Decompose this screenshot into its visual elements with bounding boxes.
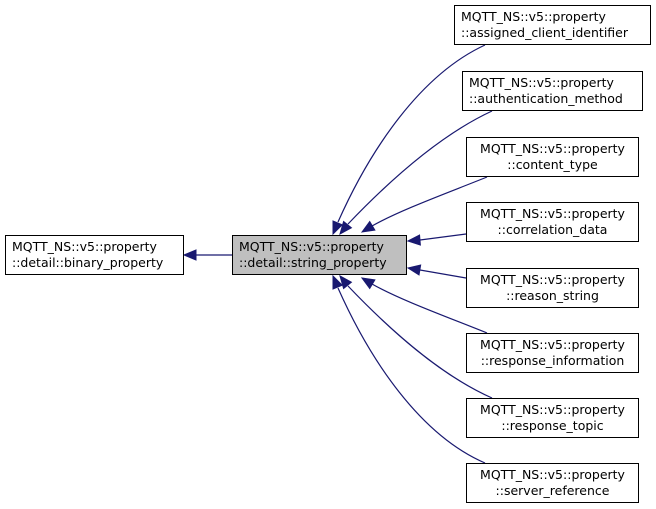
node-line1: MQTT_NS::v5::property bbox=[480, 272, 625, 287]
node-line2: ::content_type bbox=[507, 157, 598, 172]
arrowhead-icon bbox=[339, 220, 353, 236]
edge-auth bbox=[347, 110, 493, 225]
node-line2: ::assigned_client_identifier bbox=[461, 25, 628, 40]
arrowhead-icon bbox=[360, 277, 376, 290]
node-line1: MQTT_NS::v5::property bbox=[480, 141, 625, 156]
edge-server-ref bbox=[337, 287, 486, 464]
arrowhead-icon bbox=[332, 274, 344, 290]
node-authentication-method[interactable]: MQTT_NS::v5::property ::authentication_m… bbox=[462, 71, 643, 111]
node-line2: ::response_topic bbox=[501, 418, 604, 433]
arrowhead-icon bbox=[332, 220, 344, 236]
edge-response-topic bbox=[347, 285, 493, 399]
edge-correlation bbox=[419, 233, 467, 241]
node-response-topic[interactable]: MQTT_NS::v5::property ::response_topic bbox=[466, 398, 639, 438]
node-string-property: MQTT_NS::v5::property ::detail::string_p… bbox=[232, 235, 407, 275]
node-line2: ::server_reference bbox=[495, 483, 610, 498]
node-line2: ::correlation_data bbox=[497, 222, 608, 237]
node-line1: MQTT_NS::v5::property bbox=[469, 75, 614, 90]
node-line1: MQTT_NS::v5::property bbox=[480, 337, 625, 352]
arrowhead-icon bbox=[406, 264, 422, 276]
node-reason-string[interactable]: MQTT_NS::v5::property ::reason_string bbox=[466, 268, 639, 308]
node-line2: ::authentication_method bbox=[469, 91, 623, 106]
arrowhead-icon bbox=[182, 249, 197, 261]
edge-assigned bbox=[337, 44, 486, 223]
node-server-reference[interactable]: MQTT_NS::v5::property ::server_reference bbox=[466, 463, 639, 503]
arrowhead-icon bbox=[406, 234, 421, 246]
node-line1: MQTT_NS::v5::property bbox=[12, 239, 157, 254]
edge-content bbox=[371, 176, 488, 227]
node-assigned-client-identifier[interactable]: MQTT_NS::v5::property ::assigned_client_… bbox=[454, 5, 651, 45]
node-line1: MQTT_NS::v5::property bbox=[461, 9, 606, 24]
node-line1: MQTT_NS::v5::property bbox=[480, 206, 625, 221]
arrowhead-icon bbox=[339, 274, 353, 290]
node-line2: ::reason_string bbox=[506, 288, 599, 303]
node-line1: MQTT_NS::v5::property bbox=[480, 467, 625, 482]
node-line2: ::detail::string_property bbox=[239, 255, 387, 270]
edge-reason bbox=[419, 269, 467, 279]
node-binary-property[interactable]: MQTT_NS::v5::property ::detail::binary_p… bbox=[5, 235, 184, 275]
node-line2: ::detail::binary_property bbox=[12, 255, 164, 270]
node-content-type[interactable]: MQTT_NS::v5::property ::content_type bbox=[466, 137, 639, 177]
node-line1: MQTT_NS::v5::property bbox=[480, 402, 625, 417]
node-response-information[interactable]: MQTT_NS::v5::property ::response_informa… bbox=[466, 333, 639, 373]
node-line2: ::response_information bbox=[480, 353, 625, 368]
arrowhead-icon bbox=[360, 220, 376, 233]
node-line1: MQTT_NS::v5::property bbox=[239, 239, 384, 254]
edge-response-info bbox=[371, 283, 488, 334]
node-correlation-data[interactable]: MQTT_NS::v5::property ::correlation_data bbox=[466, 202, 639, 242]
